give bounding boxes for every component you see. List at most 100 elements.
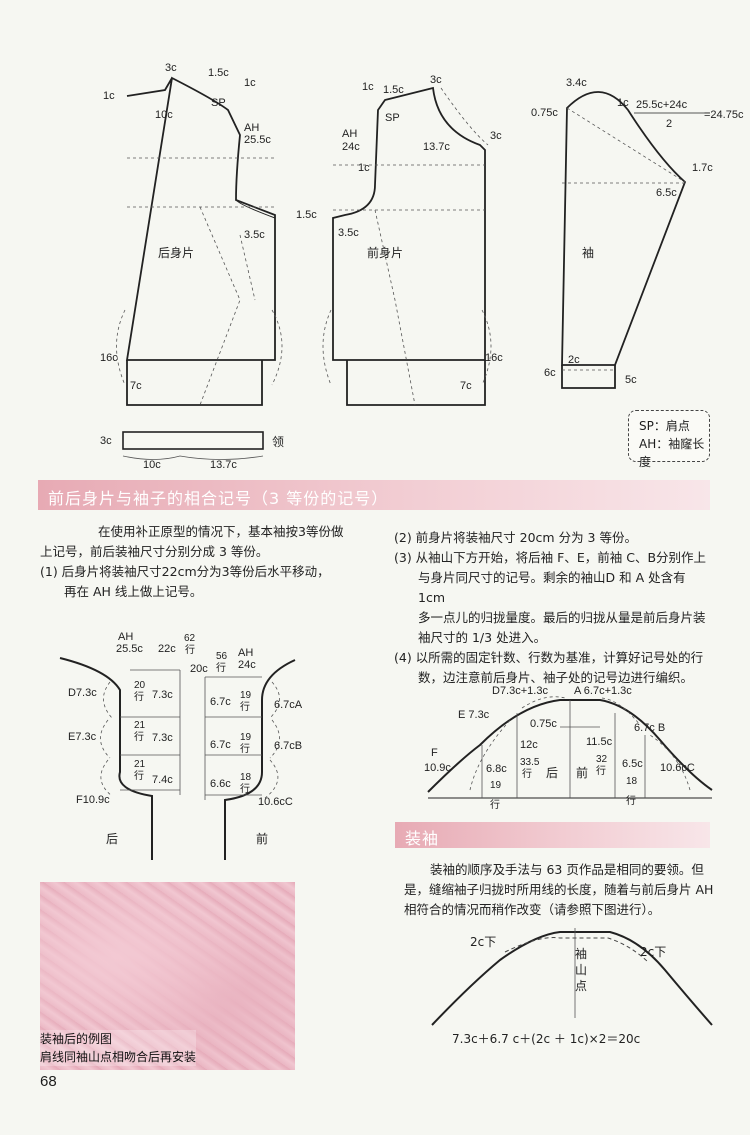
back-left-1c: 1c (103, 90, 115, 102)
section1-right-text: (2) 前身片将装袖尺寸 20cm 分为 3 等份。 (3) 从袖山下方开始，将… (394, 528, 714, 688)
arm-ah-back: AH (118, 631, 133, 643)
arm-row19a: 19 (240, 690, 252, 701)
front-top-15c: 1.5c (383, 84, 404, 96)
cap-mark-b: 6.7c B (634, 722, 665, 734)
back-side-16c: 16c (100, 352, 118, 364)
arm-ah-front: AH (238, 647, 253, 659)
arm-c73b: 7.3c (152, 732, 173, 744)
right-line-1: (3) 从袖山下方开始，将后袖 F、E，前袖 C、B分别作上 (394, 550, 707, 565)
setin-line-2: 相符合的情况而稍作改变（请参照下图进行）。 (404, 902, 661, 917)
back-neck-10c: 10c (155, 109, 173, 121)
setin-right-2c: 2c下 (640, 945, 666, 959)
right-line-3: 多一点儿的归拢量度。最后的归拢从量是前后身片装 (418, 610, 706, 625)
front-armhole-depth: 3.5c (338, 227, 359, 239)
front-side-16c: 16c (485, 352, 503, 364)
arm-row-unit-20: 行 (134, 690, 144, 703)
front-neck-137: 13.7c (423, 141, 450, 153)
arm-62: 62 (184, 633, 196, 644)
sleeve-1c: 1c (617, 97, 629, 109)
right-line-5: (4) 以所需的固定针数、行数为基准，计算好记号处的行 (394, 650, 704, 665)
photo-caption-line2: 肩线同袖山点相吻合后再安装 (40, 1048, 197, 1066)
arm-row-unit-19b: 行 (240, 742, 250, 755)
arm-mark-c: 10.6cC (258, 796, 293, 808)
cap-075: 0.75c (530, 718, 557, 730)
sleeve-photo (40, 882, 295, 1070)
sleeve-cuff-6c: 6c (544, 367, 556, 379)
setin-line-1: 是，缝缩袖子归拢时所用线的长度，随着与前后身片 AH (404, 882, 714, 897)
collar-height: 3c (100, 435, 112, 447)
sleeve-right-17: 1.7c (692, 162, 713, 174)
front-mid-1c: 1c (358, 162, 370, 174)
front-top-3c: 3c (430, 74, 442, 86)
sleeve-formula-num: 25.5c+24c (636, 99, 688, 111)
sleeve-pattern (561, 91, 687, 389)
sleeve-formula-result: =24.75c (704, 109, 744, 121)
arm-row-unit-62: 行 (185, 643, 195, 656)
front-body-label: 前身片 (367, 245, 403, 260)
sleeve-top-34: 3.4c (566, 77, 587, 89)
left-line-2: (1) 后身片将装袖尺寸22cm分为3等份后水平移动， (40, 564, 330, 579)
back-ah-value: 25.5c (244, 134, 271, 146)
cap-18: 18 (626, 776, 638, 787)
sleeve-formula-den: 2 (666, 118, 672, 130)
collar-width-2: 13.7c (210, 459, 237, 471)
cap-row-unit-335: 行 (522, 767, 532, 780)
arm-ah-front-value: 24c (238, 659, 256, 671)
armhole-match-diagram (59, 657, 296, 860)
right-line-4: 袖尺寸的 1/3 处进入。 (418, 630, 547, 645)
cap-335: 33.5 (520, 757, 540, 768)
front-sp: SP (385, 112, 400, 124)
left-line-0: 在使用补正原型的情况下，基本袖按3等份做 (98, 524, 344, 539)
front-ah-value: 24c (342, 141, 360, 153)
legend-sp: SP：肩点 (639, 419, 690, 433)
cap-front-label: 前 (576, 765, 588, 780)
setin-sleeve-top-3: 点 (575, 979, 587, 993)
page-number: 68 (40, 1073, 57, 1090)
cap-32: 32 (596, 754, 608, 765)
cap-19: 19 (490, 780, 502, 791)
legend-ah: AH：袖窿长度 (639, 437, 705, 469)
arm-back-label: 后 (106, 832, 118, 846)
right-line-0: (2) 前身片将装袖尺寸 20cm 分为 3 等份。 (394, 530, 637, 545)
cap-mark-c: 10.6cC (660, 762, 695, 774)
arm-mark-d: D7.3c (68, 687, 97, 699)
arm-mark-f: F10.9c (76, 794, 110, 806)
cap-row-unit-18: 行 (626, 794, 636, 807)
arm-row-unit-18: 行 (240, 782, 250, 795)
collar-width-1: 10c (143, 459, 161, 471)
arm-f67a: 6.7c (210, 696, 231, 708)
cap-back-label: 后 (546, 766, 558, 780)
arm-56: 56 (216, 651, 228, 662)
setin-sleeve-top-2: 山 (575, 963, 587, 977)
back-shoulder-drop: 1.5c (208, 67, 229, 79)
back-neck-width: 3c (165, 62, 177, 74)
arm-row20: 20 (134, 680, 146, 691)
left-line-3: 再在 AH 线上做上记号。 (64, 584, 203, 599)
setin-sleeve-diagram (431, 928, 713, 1026)
sleeve-cap-diagram (427, 696, 713, 799)
collar-label: 领 (272, 435, 284, 449)
right-line-6: 数，边注意前后身片、袖子处的记号边进行编织。 (418, 670, 694, 685)
section-heading-markers-text: 前后身片与袖子的相合记号（3 等份的记号） (48, 489, 389, 508)
setin-line-0: 装袖的顺序及手法与 63 页作品是相同的要领。但 (430, 862, 704, 877)
cap-a-top: A 6.7c+1.3c (574, 685, 632, 697)
back-rib-7c: 7c (130, 380, 142, 392)
cap-115: 11.5c (586, 736, 613, 748)
section1-left-text: 在使用补正原型的情况下，基本袖按3等份做 上记号，前后装袖尺寸分别分成 3 等份… (40, 522, 385, 602)
arm-row-unit-56: 行 (216, 661, 226, 674)
arm-mark-a: 6.7cA (274, 699, 303, 711)
setin-sleeve-top-1: 袖 (575, 946, 587, 961)
section-heading-markers: 前后身片与袖子的相合记号（3 等份的记号） (38, 480, 710, 510)
sleeve-label: 袖 (582, 245, 594, 260)
arm-row-unit-19a: 行 (240, 700, 250, 713)
arm-mark-e: E7.3c (68, 731, 97, 743)
back-armhole-depth: 3.5c (244, 229, 265, 241)
section-heading-setin: 装袖 (395, 822, 710, 848)
sleeve-cuff-2c: 2c (568, 354, 580, 366)
arm-row-unit-21b: 行 (134, 769, 144, 782)
back-body-label: 后身片 (158, 245, 194, 260)
front-top-1c: 1c (362, 81, 374, 93)
setin-left-2c: 2c下 (470, 935, 496, 949)
cap-mark-f: F (431, 747, 438, 759)
